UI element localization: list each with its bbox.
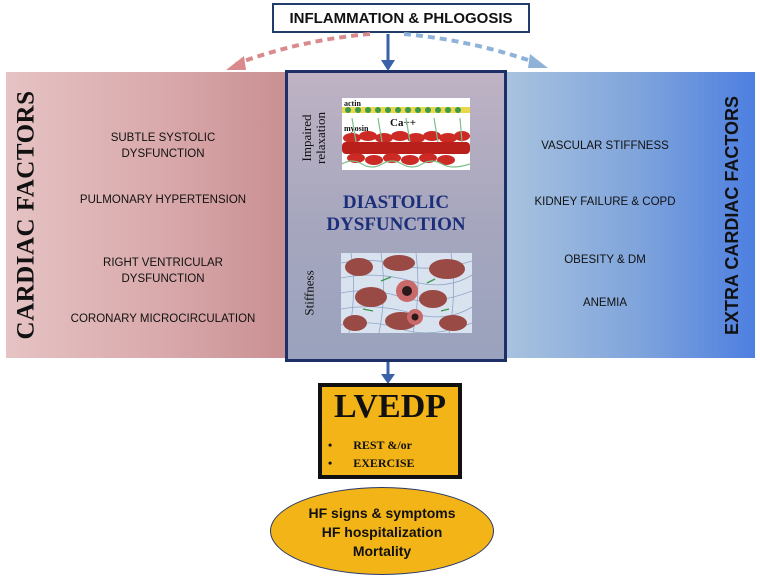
- dashed-arrow-right: [403, 32, 535, 64]
- actin-myosin-illustration: actin Ca++ myosin: [342, 98, 470, 170]
- factor-anemia: ANEMIA: [582, 297, 628, 309]
- inflammation-label: INFLAMMATION & PHLOGOSIS: [289, 9, 513, 27]
- lvedp-bullet-rest: • REST &/or: [328, 438, 412, 452]
- extra-cardiac-factors-panel: [505, 72, 755, 358]
- actin-text: actin: [344, 99, 361, 108]
- dashed-arrow-right-head: [528, 54, 548, 68]
- calcium-text: Ca++: [390, 117, 416, 129]
- outcome-hf-signs: HF signs & symptoms: [308, 505, 456, 521]
- bullet-dot: •: [328, 438, 333, 452]
- cardiac-factors-panel: [6, 72, 290, 358]
- lvedp-title: LVEDP: [333, 388, 447, 425]
- outcome-hf-hospitalization: HF hospitalization: [321, 524, 443, 540]
- myosin-text: myosin: [344, 124, 369, 133]
- inflammation-box: INFLAMMATION & PHLOGOSIS: [272, 3, 530, 33]
- dashed-arrow-left: [235, 32, 371, 66]
- factor-pulmonary-hypertension: PULMONARY HYPERTENSION: [79, 194, 247, 206]
- outcome-mortality: Mortality: [352, 543, 412, 559]
- lvedp-box: [318, 383, 462, 479]
- stiffness-illustration: [341, 253, 472, 333]
- arrow-down-bottom-head: [381, 374, 395, 384]
- lvedp-bullet-exercise: • EXERCISE: [328, 456, 415, 470]
- bullet-dot: •: [328, 456, 333, 470]
- factor-obesity-dm: OBESITY & DM: [564, 254, 646, 266]
- arrow-down-top-head: [381, 60, 395, 71]
- factor-subtle-systolic: SUBTLE SYSTOLIC DYSFUNCTION: [110, 132, 216, 160]
- factor-coronary-microcirculation: CORONARY MICROCIRCULATION: [70, 313, 256, 325]
- dashed-arrow-left-head: [226, 56, 246, 70]
- factor-vascular-stiffness: VASCULAR STIFFNESS: [541, 140, 669, 152]
- diastolic-dysfunction-title: DIASTOLIC DYSFUNCTION: [326, 192, 466, 235]
- factor-kidney-copd: KIDNEY FAILURE & COPD: [534, 196, 676, 208]
- outcomes-ellipse: [270, 487, 494, 575]
- factor-right-ventricular: RIGHT VENTRICULAR DYSFUNCTION: [103, 257, 223, 285]
